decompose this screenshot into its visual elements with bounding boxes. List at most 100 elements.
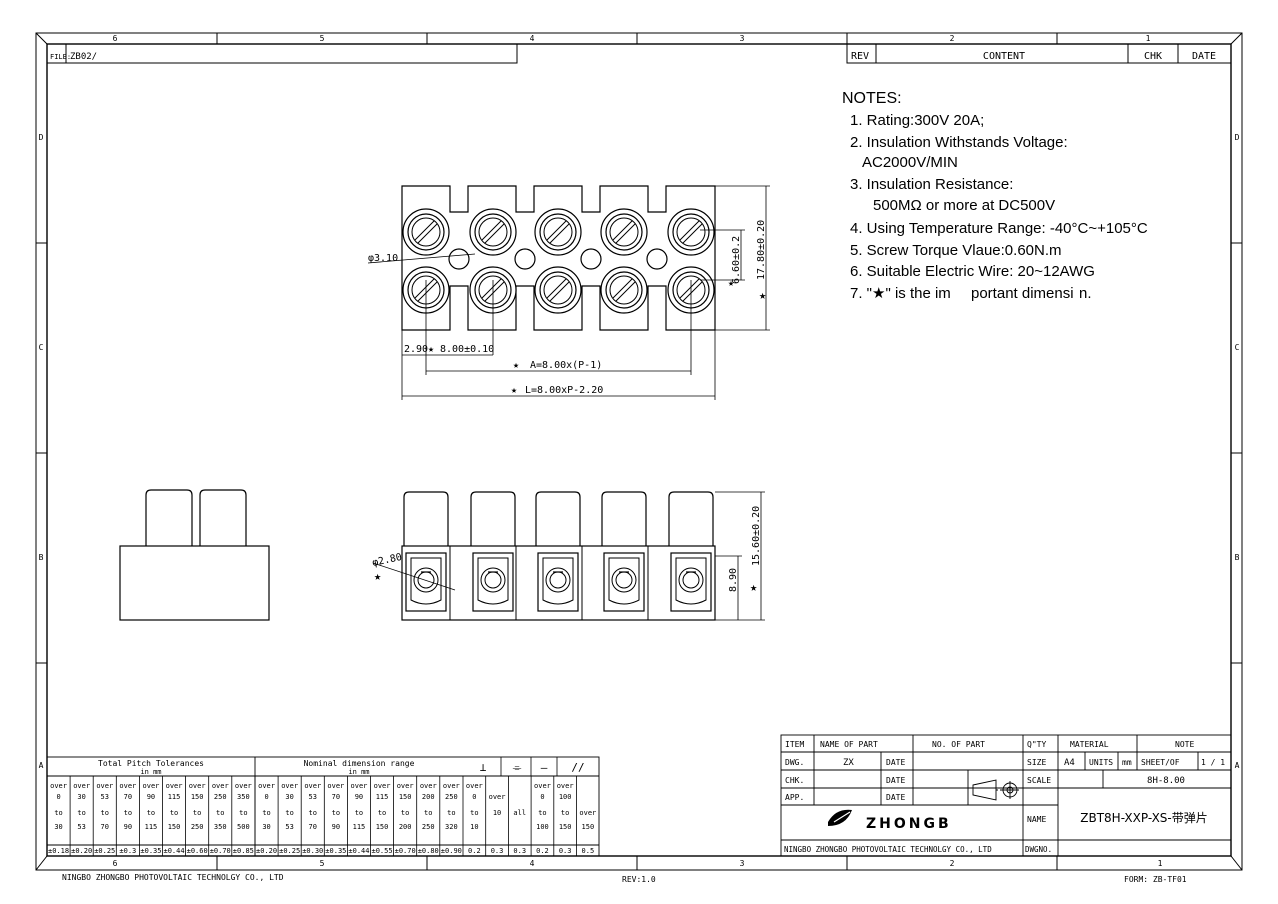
sheet-frame — [35, 32, 1243, 871]
pitch-cell: 90 — [124, 823, 132, 831]
top-holes — [448, 248, 668, 270]
file-label: FILE: — [50, 53, 71, 61]
perpendicular-symbol: ⊥ — [480, 761, 487, 774]
pitch-cell: ±0.70 — [210, 847, 231, 855]
nominal-unit: in mm — [348, 768, 369, 776]
tolerance-cells: over0to30±0.18over30to53±0.20over53to70±… — [46, 757, 596, 856]
zone-top-5: 5 — [320, 34, 325, 43]
nominal-cell: to — [447, 809, 455, 817]
nominal-cell: 200 — [422, 793, 435, 801]
zone-right-a: A — [1235, 761, 1240, 770]
dim-span-l: L=8.00xP-2.20 — [525, 385, 603, 396]
tb-dwg-value: ZX — [843, 758, 854, 768]
dim-wire-hole: φ2.80 — [371, 552, 403, 569]
zone-top-6: 6 — [113, 34, 118, 43]
geometric-cell: to — [561, 809, 569, 817]
tb-units-value: mm — [1122, 758, 1132, 767]
tb-name-of-part: NAME OF PART — [820, 740, 878, 749]
wire-clamp-icon — [472, 552, 514, 612]
note-4: 4. Using Temperature Range: -40°C~+105°C — [850, 220, 1148, 237]
nominal-cell: ±0.90 — [441, 847, 462, 855]
front-terminals — [405, 552, 712, 612]
nominal-cell: 70 — [309, 823, 317, 831]
geometric-cell: 100 — [559, 793, 572, 801]
nominal-cell: 53 — [285, 823, 293, 831]
dim-pitch: 8.00±0.10 — [440, 344, 494, 355]
nominal-cell: to — [355, 809, 363, 817]
nominal-cell: over — [420, 782, 437, 790]
nominal-cell: over — [281, 782, 298, 790]
geometric-cell: 0.5 — [582, 847, 595, 855]
nominal-cell: 200 — [399, 823, 412, 831]
pitch-cell: to — [147, 809, 155, 817]
nominal-cell: ±0.30 — [302, 847, 323, 855]
tb-size: SIZE — [1027, 758, 1046, 767]
nominal-cell: 90 — [355, 793, 363, 801]
pitch-cell: 70 — [124, 793, 132, 801]
tb-date-2: DATE — [886, 776, 905, 785]
geometric-cell: 0.2 — [536, 847, 549, 855]
zone-left-a: A — [39, 761, 44, 770]
tb-date-1: DATE — [886, 758, 905, 767]
pitch-cell: ±0.25 — [94, 847, 115, 855]
pitch-cell: over — [235, 782, 252, 790]
pitch-cell: to — [124, 809, 132, 817]
nominal-cell: 90 — [332, 823, 340, 831]
front-towers — [403, 491, 714, 620]
wire-clamp-icon — [537, 552, 579, 612]
tb-scale-value: 8H-8.00 — [1147, 776, 1185, 786]
zone-top-3: 3 — [740, 34, 745, 43]
nominal-cell: 320 — [445, 823, 458, 831]
pitch-cell: over — [96, 782, 113, 790]
geometric-cell: over — [466, 782, 483, 790]
nominal-cell: ±0.44 — [348, 847, 369, 855]
tb-dwgno: DWGNO. — [1025, 845, 1052, 854]
file-box: FILE: ZB02/ — [46, 43, 518, 64]
zone-right-b: B — [1235, 553, 1240, 562]
nominal-cell: ±0.20 — [256, 847, 277, 855]
tolerance-table: over0to30±0.18over30to53±0.20over53to70±… — [46, 756, 600, 857]
title-block-text: ITEM NAME OF PART NO. OF PART Q"TY MATER… — [784, 740, 1225, 854]
nominal-cell: over — [443, 782, 460, 790]
zone-bottom-2: 2 — [950, 859, 955, 868]
straightness-symbol: — — [541, 761, 548, 774]
tb-qty: Q"TY — [1027, 740, 1046, 749]
zone-left-c: C — [39, 343, 44, 352]
zone-bottom-3: 3 — [740, 859, 745, 868]
dim-pitch-star: ★ — [428, 344, 434, 355]
file-value: ZB02/ — [70, 52, 97, 62]
pitch-unit: in mm — [140, 768, 161, 776]
note-6: 6. Suitable Electric Wire: 20~12AWG — [850, 263, 1095, 280]
terminal-tower — [470, 491, 516, 546]
zone-labels: 6 5 4 3 2 1 6 5 4 3 2 1 D C B A D C B A — [39, 34, 1240, 868]
tb-company: NINGBO ZHONGBO PHOTOVOLTAIC TECHNOLGY CO… — [784, 845, 992, 854]
side-view — [119, 489, 270, 621]
pitch-cell: 115 — [145, 823, 158, 831]
pitch-cell: over — [212, 782, 229, 790]
nominal-cell: ±0.35 — [325, 847, 346, 855]
nominal-cell: over — [327, 782, 344, 790]
top-screws — [402, 208, 715, 314]
nominal-cell: 115 — [353, 823, 366, 831]
dim-span-l-star: ★ — [511, 385, 517, 396]
note-5: 5. Screw Torque Vlaue:0.60N.m — [850, 242, 1062, 259]
nominal-cell: 70 — [332, 793, 340, 801]
geometric-cell: 10 — [493, 809, 501, 817]
pitch-cell: over — [119, 782, 136, 790]
zone-right-c: C — [1235, 343, 1240, 352]
zone-bottom-6: 6 — [113, 859, 118, 868]
pitch-cell: 53 — [77, 823, 85, 831]
zone-bottom-5: 5 — [320, 859, 325, 868]
top-view — [401, 185, 716, 331]
geometric-cell: 10 — [470, 823, 478, 831]
nominal-cell: to — [424, 809, 432, 817]
nominal-cell: over — [304, 782, 321, 790]
tb-chk: CHK. — [785, 776, 804, 785]
mounting-hole-icon — [646, 248, 668, 270]
projection-symbol — [972, 779, 1019, 801]
screw-head-icon — [534, 266, 582, 314]
geometric-cell: 150 — [582, 823, 595, 831]
dim-span-a: A=8.00x(P-1) — [530, 360, 602, 371]
pitch-cell: ±0.44 — [164, 847, 185, 855]
mounting-hole-icon — [580, 248, 602, 270]
